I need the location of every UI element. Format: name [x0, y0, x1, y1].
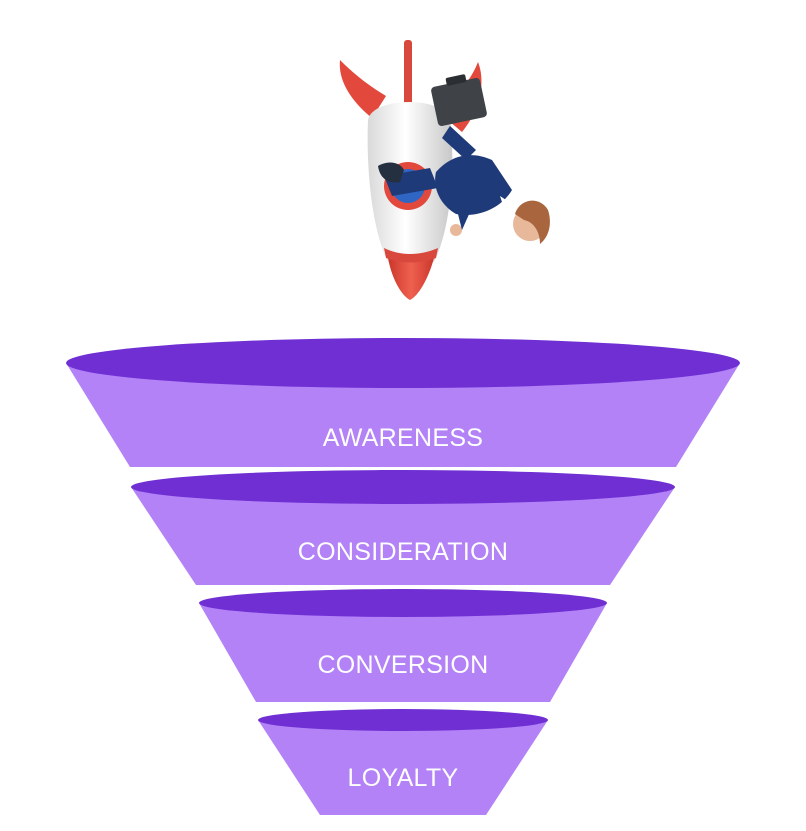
- funnel-stage-label: CONSIDERATION: [298, 538, 508, 566]
- funnel-stage-consideration: CONSIDERATION: [131, 470, 675, 585]
- funnel-stage-loyalty-body: [258, 720, 548, 815]
- funnel-stage-conversion-top: [199, 589, 607, 617]
- funnel-stage-awareness-body: [66, 363, 740, 467]
- funnel-stage-awareness: AWARENESS: [66, 338, 740, 467]
- funnel-stage-label: CONVERSION: [317, 651, 488, 679]
- businessman-icon: [378, 74, 550, 244]
- funnel-stage-awareness-top: [66, 338, 740, 388]
- funnel-stage-loyalty-top: [258, 709, 548, 731]
- funnel-stage-consideration-top: [131, 470, 675, 504]
- funnel-stage-conversion: CONVERSION: [199, 589, 607, 702]
- funnel-stage-consideration-body: [131, 487, 675, 585]
- funnel-stage-label: LOYALTY: [348, 764, 459, 792]
- funnel-stage-conversion-body: [199, 603, 607, 702]
- funnel-stage-loyalty: LOYALTY: [258, 709, 548, 815]
- funnel-stage-label: AWARENESS: [323, 424, 484, 452]
